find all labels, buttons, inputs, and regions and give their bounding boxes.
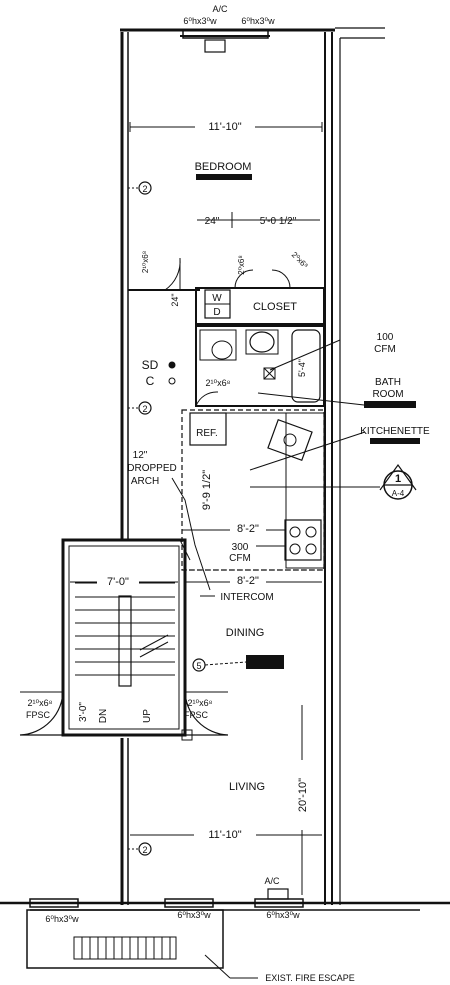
kitchen-width-dim-1: 8'-2" [237, 523, 259, 535]
dryer-label: D [213, 307, 220, 318]
washer-label: W [212, 293, 222, 304]
sd-dot [168, 361, 176, 369]
tag-5 [192, 658, 247, 672]
tag-2-a-text: 2 [142, 184, 147, 194]
fire-escape-label: EXIST. FIRE ESCAPE [265, 973, 355, 983]
cfm-100-unit: CFM [374, 344, 396, 355]
fpsc-left-label: FPSC [26, 710, 51, 720]
cfm-100-value: 100 [377, 332, 394, 343]
bath-finish-tag [364, 401, 416, 408]
stair [61, 538, 191, 737]
bedroom-width-dim: 11'-10" [208, 121, 241, 133]
fpsc-right-label: FPSC [184, 710, 209, 720]
bedroom-label: BEDROOM [195, 161, 252, 173]
kitchen-width-dim-2: 8'-2" [237, 575, 259, 587]
arch-note-1: 12" [133, 450, 148, 461]
dining-finish-tag [246, 655, 284, 669]
tag-2-b-text: 2 [142, 404, 147, 414]
tag-2-a [128, 181, 152, 195]
kitchen-finish-tag [370, 438, 420, 444]
fpsc-left-size: 2¹⁰x6⁸ [28, 698, 53, 708]
bath-depth-dim: 5'-4" [297, 359, 307, 377]
top-window [182, 29, 269, 53]
section-number: 1 [395, 473, 401, 485]
fpsc-right-size: 2¹⁰x6⁸ [188, 698, 213, 708]
fire-escape [26, 909, 258, 979]
bedroom-door [128, 257, 200, 291]
cfm-300-value: 300 [232, 542, 249, 553]
landing-dim: 3'-0" [78, 702, 89, 722]
tag-5-text: 5 [196, 661, 201, 671]
window-bottom-mid: 6⁰hx3⁰w [177, 910, 211, 920]
window-bottom-left: 6⁰hx3⁰w [45, 914, 79, 924]
dim-24-top: 24" [205, 216, 220, 227]
stair-dn: DN [98, 709, 109, 723]
closet [195, 269, 325, 325]
exterior-walls [0, 27, 450, 911]
living-label: LIVING [229, 781, 265, 793]
intercom-label: INTERCOM [220, 592, 273, 603]
tag-2-c [128, 842, 152, 856]
arch-note-2: DROPPED [127, 463, 176, 474]
window-top2-label: 6⁰hx3⁰w [241, 16, 275, 26]
bottom-windows [29, 888, 304, 908]
window-top-label: 6⁰hx3⁰w [183, 16, 217, 26]
bath-label-1: BATH [375, 377, 401, 388]
closet-label: CLOSET [253, 301, 297, 313]
section-marker [379, 463, 417, 500]
bedroom-finish-tag [196, 174, 252, 180]
stair-width-dim: 7'-0" [107, 576, 129, 588]
ac-top-label: A/C [212, 4, 228, 14]
tag-2-b [128, 401, 152, 415]
tag-2-c-text: 2 [142, 845, 147, 855]
living-width-dim: 11'-10" [208, 829, 241, 841]
dim-24-side: 24" [170, 293, 180, 306]
stair-up: UP [142, 709, 153, 723]
kitchen-length-dim: 9'-9 1/2" [201, 470, 213, 510]
section-sheet: A-4 [392, 489, 405, 498]
bath-door-size: 2¹⁰x6⁸ [206, 378, 231, 388]
kitchenette [181, 409, 380, 571]
closet-width-dim: 5'-0 1/2" [260, 216, 297, 227]
fpsc-doors [19, 689, 229, 741]
arch-note-3: ARCH [131, 476, 159, 487]
bathroom [195, 325, 341, 407]
dining-label: DINING [226, 627, 265, 639]
closet-door-2: 2⁰x6⁸ [290, 250, 310, 270]
bath-label-2: ROOM [372, 389, 403, 400]
living-length-dim: 20'-10" [297, 778, 309, 812]
cfm-300-unit: CFM [229, 553, 251, 564]
window-bottom-right: 6⁰hx3⁰w [266, 910, 300, 920]
kitchenette-label: KITCHENETTE [360, 426, 430, 437]
closet-door-1: 2⁰x6⁸ [237, 255, 246, 274]
bed-door-size: 2¹⁰x6⁸ [141, 251, 150, 273]
c-label: C [146, 374, 155, 388]
ref-label: REF. [196, 428, 218, 439]
sd-label: SD [142, 358, 159, 372]
ac-bottom-label: A/C [264, 876, 280, 886]
